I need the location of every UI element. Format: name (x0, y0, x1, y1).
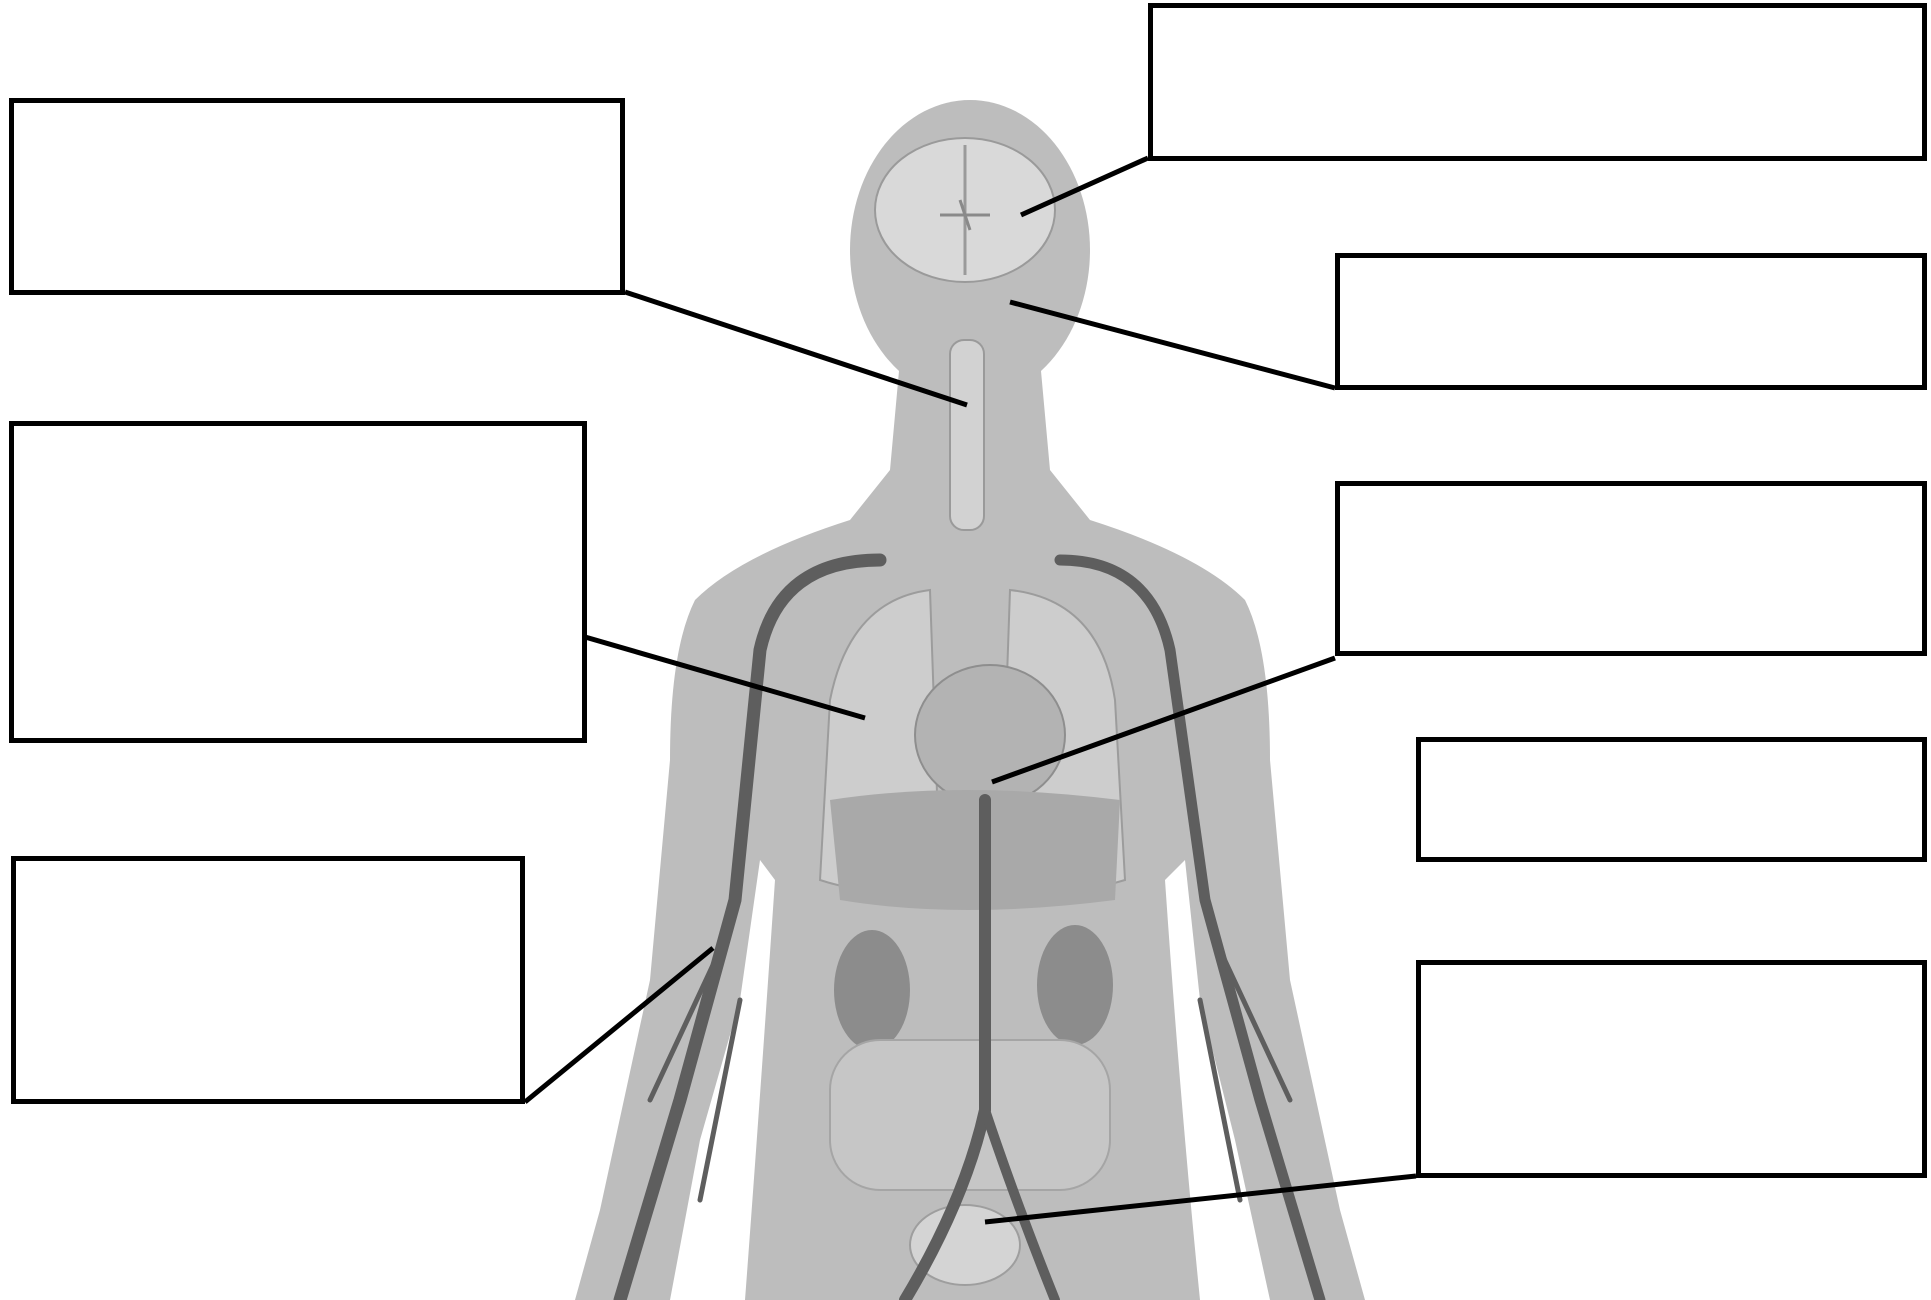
label-box-arm-left[interactable] (11, 856, 525, 1104)
label-box-brain[interactable] (1148, 3, 1927, 161)
label-box-pelvis[interactable] (1416, 960, 1927, 1178)
trachea-illustration (950, 340, 984, 530)
label-box-head[interactable] (1335, 253, 1927, 390)
label-box-throat[interactable] (9, 98, 625, 295)
heart-illustration (915, 665, 1065, 805)
liver-illustration (830, 790, 1120, 910)
label-box-arm-right[interactable] (1416, 737, 1927, 862)
label-box-lung[interactable] (9, 421, 587, 743)
label-box-heart[interactable] (1335, 481, 1927, 656)
